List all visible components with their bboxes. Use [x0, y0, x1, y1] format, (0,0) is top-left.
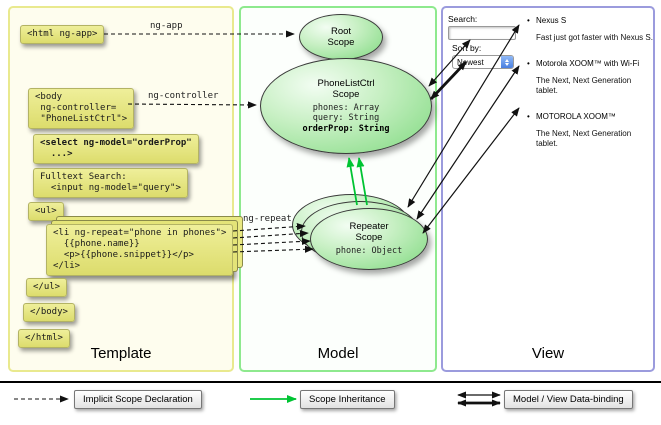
phonelistctrl-scope-props: phones: Array query: String — [312, 102, 380, 124]
code-ul-close: </ul> — [26, 278, 68, 297]
code-select-ng-model: <select ng-model="orderProp" ...> — [33, 134, 199, 164]
repeater-scope-stack: Repeater Scope phone: Object — [292, 194, 428, 270]
legend-implicit-box: Implicit Scope Declaration — [74, 390, 202, 409]
phonelistctrl-scope-orderprop: orderProp: String — [302, 123, 390, 134]
legend-binding-box: Model / View Data-binding — [504, 390, 633, 409]
repeater-scope-prop: phone: Object — [335, 246, 403, 257]
search-input[interactable] — [448, 26, 516, 40]
phone-list-item: Motorola XOOM™ with Wi-Fi The Next, Next… — [527, 59, 653, 96]
code-fulltext-search: Fulltext Search: <input ng-model="query"… — [33, 168, 188, 198]
code-body-close: </body> — [23, 303, 75, 322]
select-arrows-icon — [501, 56, 513, 68]
code-body-open: <body ng-controller= "PhoneListCtrl"> — [28, 88, 135, 129]
sort-select-value: Newest — [457, 57, 484, 67]
ng-repeat-label: ng-repeat — [243, 214, 292, 224]
ng-app-label: ng-app — [150, 21, 183, 31]
root-scope-title: Root Scope — [327, 26, 355, 48]
legend-inheritance-box: Scope Inheritance — [300, 390, 395, 409]
model-panel: Model — [239, 6, 437, 372]
code-li-ng-repeat: <li ng-repeat="phone in phones"> {{phone… — [46, 224, 234, 276]
phonelistctrl-scope-ellipse: PhoneListCtrl Scope phones: Array query:… — [260, 58, 432, 154]
phone-name: Nexus S — [527, 16, 653, 26]
phone-name: Motorola XOOM™ with Wi-Fi — [527, 59, 653, 69]
repeater-scope-title: Repeater Scope — [349, 221, 389, 244]
code-ul-open: <ul> — [28, 202, 64, 221]
phonelistctrl-scope-title: PhoneListCtrl Scope — [317, 77, 375, 100]
root-scope-ellipse: Root Scope — [299, 14, 383, 60]
phone-snippet: Fast just got faster with Nexus S. — [536, 33, 653, 42]
model-panel-label: Model — [317, 345, 359, 362]
phone-name: MOTOROLA XOOM™ — [527, 112, 653, 122]
code-html-open: <html ng-app> — [20, 25, 105, 44]
search-label: Search: — [448, 14, 478, 24]
phone-list-item: Nexus S Fast just got faster with Nexus … — [527, 16, 653, 43]
sort-label: Sort by: — [452, 43, 482, 53]
sort-select[interactable]: Newest — [452, 55, 514, 69]
template-panel-label: Template — [90, 345, 152, 362]
phone-list-item: MOTOROLA XOOM™ The Next, Next Generation… — [527, 112, 653, 149]
repeater-scope-ellipse: Repeater Scope phone: Object — [310, 208, 428, 270]
code-html-close: </html> — [18, 329, 70, 348]
ng-controller-label: ng-controller — [148, 91, 219, 101]
view-panel-label: View — [531, 345, 565, 362]
phone-snippet: The Next, Next Generation tablet. — [536, 76, 632, 95]
phone-list: Nexus S Fast just got faster with Nexus … — [527, 16, 653, 165]
phone-snippet: The Next, Next Generation tablet. — [536, 129, 632, 148]
legend-divider — [0, 381, 661, 383]
